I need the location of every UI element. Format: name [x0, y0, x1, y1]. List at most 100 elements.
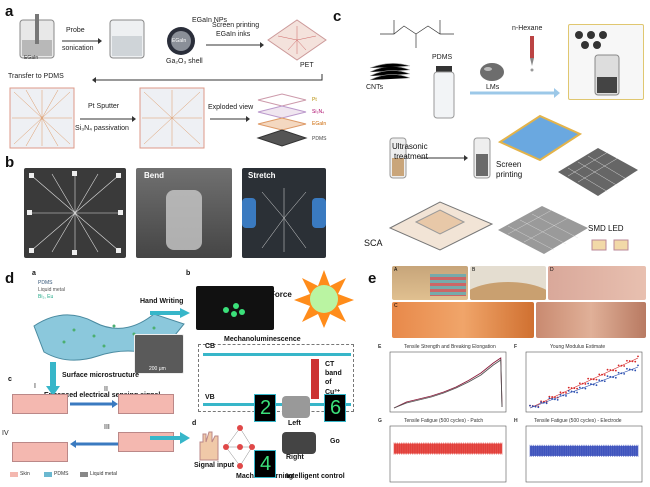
chart-F-point: [537, 406, 540, 409]
chart-F-point: [598, 373, 601, 376]
chart-E-letter: E: [378, 344, 382, 350]
signal-arrow-icon: [150, 432, 190, 444]
chart-F-point: [559, 391, 562, 394]
chart-F-point: [626, 359, 628, 362]
left-label: Left: [288, 420, 301, 427]
led-icon: [591, 239, 629, 251]
treatment-label: treatment: [394, 152, 428, 161]
handwriting-label: Hand Writing: [140, 298, 184, 305]
panel-a-label: a: [5, 3, 14, 20]
chart-F-title: Young Modulus Estimate: [550, 344, 606, 350]
panel-d-label: d: [5, 270, 15, 287]
chart-F-point: [545, 402, 548, 405]
arrow-icon: [62, 38, 102, 44]
chart-F-point: [626, 367, 628, 370]
printed-array: [558, 148, 638, 196]
panel-b: b Bend Stretch: [0, 150, 330, 262]
legend-pdms-swatch: [44, 472, 52, 477]
chart-G: G Tensile Fatigue (500 cycles) - Patch: [378, 418, 510, 486]
photo-A-letter: A: [394, 267, 398, 273]
np-core-label: EGaIn: [172, 38, 187, 44]
digit-4: 4: [260, 453, 272, 475]
chart-H-title: Tensile Fatigue (500 cycles) - Electrode: [534, 418, 622, 424]
arrow-icon: [210, 116, 250, 122]
chart-F-point: [617, 364, 620, 367]
panel-d-sub-d: d: [192, 420, 197, 427]
exploded-layers: [256, 93, 308, 147]
pt-layer-label: Pt: [312, 97, 317, 103]
down-arrow-icon: [46, 362, 60, 396]
band-diagram: CB VB CT band of Cu³⁺: [198, 343, 354, 412]
ga2o3-label: Ga₂O₃ shell: [166, 58, 203, 65]
screen-printing-label: Screen printing: [212, 22, 260, 29]
pt-sputter-label: Pt Sputter: [88, 103, 120, 110]
legend-lm-label: Liquid metal: [90, 471, 117, 477]
digit-6: 6: [330, 397, 342, 419]
photo-B-letter: B: [472, 267, 476, 273]
digit-2: 2: [260, 397, 272, 419]
chart-F-point: [634, 360, 637, 363]
led-array: [498, 206, 588, 254]
chart-F-point: [634, 369, 637, 372]
chart-F-point: [567, 389, 570, 392]
chart-F-point: [637, 364, 639, 367]
scale-bar-label: 200 μm: [149, 366, 166, 372]
mechanoluminescence-label: Mechanoluminescence: [224, 336, 301, 343]
legend-pdms: PDMS: [38, 280, 53, 286]
pdms-pattern-2: [139, 87, 205, 149]
mechanism-IV: [12, 442, 68, 462]
chart-F: F Young Modulus Estimate: [514, 344, 646, 416]
legend-lm-swatch: [80, 472, 88, 477]
chart-F-point: [617, 371, 620, 374]
si3n4-label: Si₃N₄ passivation: [75, 125, 129, 132]
chart-F-point: [606, 368, 609, 371]
photo-A: A: [392, 266, 468, 300]
lms-label: LMs: [486, 84, 500, 91]
mechanism-II: [118, 394, 174, 414]
panel-e-label: e: [368, 270, 377, 287]
ct-of-label: of: [325, 379, 332, 386]
ct-band-label: band: [325, 370, 342, 377]
robot-center: [282, 432, 316, 454]
lm-droplet: [480, 63, 504, 81]
chart-F-point: [614, 376, 617, 379]
egain-layer-label: EGaIn: [312, 121, 327, 127]
chart-F-point: [565, 395, 567, 397]
arrow-icon: [206, 42, 264, 48]
mechanism-I: [12, 394, 68, 414]
chart-G-band: [394, 443, 502, 454]
transfer-label: Transfer to PDMS: [8, 73, 64, 80]
sonication-label: sonication: [62, 45, 94, 52]
cnts-label: CNTs: [366, 84, 384, 91]
pet-label: PET: [300, 62, 314, 69]
roman-3: III: [104, 424, 110, 431]
pdms-layer-label: PDMS: [312, 136, 327, 142]
ct-cu-label: Cu³⁺: [325, 389, 341, 396]
panel-d: d a PDMS Liquid metal Bi₂, Eu 200 μm Sur…: [0, 262, 362, 487]
chart-F-point: [614, 369, 617, 372]
chart-E-series-1: [393, 359, 503, 409]
chart-F-point: [584, 387, 587, 390]
chart-H-plot: [525, 425, 643, 483]
dropper-icon: [530, 36, 534, 72]
pdms-label: PDMS: [432, 54, 453, 61]
panel-d-sub-b: b: [186, 270, 191, 277]
chart-E-plot: [389, 351, 507, 413]
force-label: Force: [270, 290, 292, 299]
digit-6-box: 6: [324, 394, 346, 422]
chart-F-point: [598, 379, 601, 382]
bend-photo: Bend: [136, 168, 232, 258]
chart-F-point: [603, 374, 606, 376]
egain-label: EGaIn: [24, 55, 39, 61]
nanoparticle-icon: [167, 27, 195, 55]
chart-F-point: [587, 382, 590, 385]
panel-c: c PDMS n-Hexane CNTs LMs Ultrasonic trea…: [330, 0, 650, 262]
starburst-icon: [294, 270, 354, 328]
panel-d-sub-c: c: [8, 376, 12, 383]
arrow-icon: [470, 88, 560, 98]
chart-E: E Tensile Strength and Breaking Elongati…: [378, 344, 510, 416]
bend-label: Bend: [144, 171, 164, 180]
chart-G-title: Tensile Fatigue (500 cycles) - Patch: [404, 418, 484, 424]
screen-print-board: [497, 114, 583, 162]
back-arrow-icon: [92, 74, 323, 83]
